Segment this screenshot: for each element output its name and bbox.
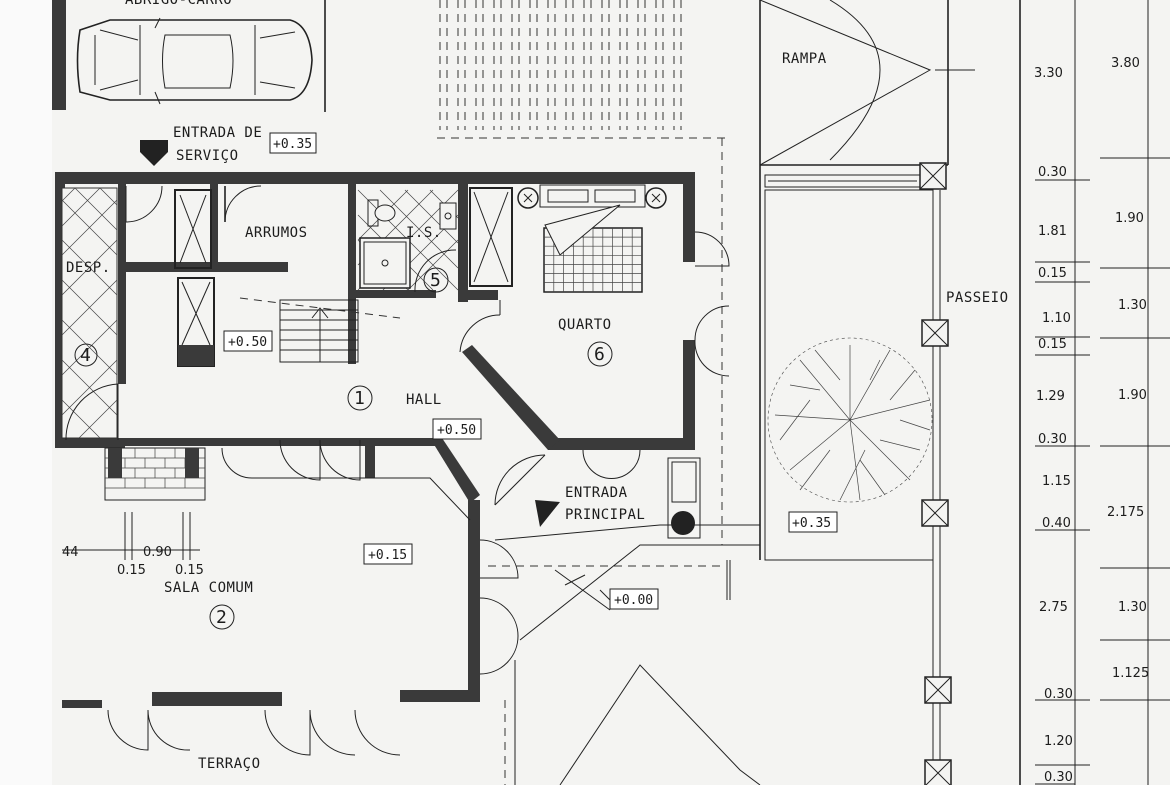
label-main-entry-2: PRINCIPAL (565, 507, 645, 523)
bed-symbol (517, 184, 667, 293)
dim-col-a-10: 2.75 (1039, 600, 1068, 615)
interior-walls (118, 184, 560, 478)
service-entry-arrow-icon (140, 140, 168, 166)
dim-col-a-13: 0.30 (1044, 770, 1073, 785)
room-number-circle-wc (423, 267, 449, 293)
level-sidewalk: +0.35 (792, 516, 831, 531)
level-service: +0.35 (273, 137, 312, 152)
room-number-wc: 5 (430, 270, 441, 291)
dim-col-a-1: 0.30 (1038, 165, 1067, 180)
room-number-hall: 1 (354, 388, 365, 409)
label-carport: ABRIGO-CARRO (125, 0, 232, 8)
label-living: SALA COMUM (164, 580, 253, 596)
dimension-rails (1019, 0, 1170, 785)
level-box-service (269, 132, 317, 154)
dim-col-b-6: 1.125 (1112, 666, 1149, 681)
level-box-living (363, 543, 413, 565)
level-box-sidewalk (788, 511, 838, 533)
dim-col-a-11: 0.30 (1044, 687, 1073, 702)
dim-col-a-6: 1.29 (1036, 389, 1065, 404)
room-number-bedroom: 6 (594, 344, 605, 365)
dim-inline-pier-right: 0.15 (175, 563, 204, 578)
level-hall: +0.50 (437, 423, 476, 438)
brick-column (104, 447, 206, 501)
room-number-circle-living (209, 604, 235, 630)
level-living: +0.15 (368, 548, 407, 563)
dim-col-b-1: 1.90 (1115, 211, 1144, 226)
stairs (239, 297, 401, 363)
label-storage: ARRUMOS (245, 225, 308, 241)
pantry-hatch (61, 187, 118, 439)
room-number-circle-pantry (74, 343, 98, 367)
car-symbol (76, 17, 313, 105)
room-number-circle-bedroom (587, 341, 613, 367)
dim-col-a-4: 1.10 (1042, 311, 1071, 326)
ramp-area (759, 0, 975, 560)
label-terrace: TERRAÇO (198, 756, 261, 772)
dim-col-a-0: 3.30 (1034, 66, 1063, 81)
room-number-circle-hall (347, 385, 373, 411)
dim-col-a-7: 0.30 (1038, 432, 1067, 447)
entry-paths (488, 524, 761, 785)
dim-col-a-2: 1.81 (1038, 224, 1067, 239)
dim-col-a-12: 1.20 (1044, 734, 1073, 749)
label-service-entry-1: ENTRADA DE (173, 125, 262, 141)
exterior-walls (55, 172, 695, 708)
label-bedroom: QUARTO (558, 317, 612, 333)
parking-grid (439, 0, 682, 130)
dim-inline-left: 44 (62, 545, 79, 560)
label-wc: I.S. (406, 225, 442, 241)
dim-col-b-3: 1.90 (1118, 388, 1147, 403)
level-box-hall (432, 418, 482, 440)
label-hall: HALL (406, 392, 442, 408)
dim-col-b-0: 3.80 (1111, 56, 1140, 71)
dim-inline-pier-left: 0.15 (117, 563, 146, 578)
garden-strip (764, 189, 941, 785)
main-entry-arrow-icon (535, 500, 560, 527)
page-margin (0, 0, 52, 785)
bollard-boxes (919, 162, 952, 785)
level-entry: +0.00 (614, 593, 653, 608)
door-swings (65, 185, 730, 756)
dim-col-a-9: 0.40 (1042, 516, 1071, 531)
dim-col-a-3: 0.15 (1038, 266, 1067, 281)
room-number-pantry: 4 (80, 345, 91, 366)
dim-col-a-5: 0.15 (1038, 337, 1067, 352)
carport-wall (52, 0, 66, 110)
label-service-entry-2: SERVIÇO (176, 148, 239, 164)
level-storage: +0.50 (228, 335, 267, 350)
dim-col-b-4: 2.175 (1107, 505, 1144, 520)
level-box-storage (223, 330, 273, 352)
inline-dim-ticks (124, 512, 191, 560)
label-main-entry-1: ENTRADA (565, 485, 628, 501)
label-sidewalk: PASSEIO (946, 290, 1009, 306)
dim-inline-span: 0.90 (143, 545, 172, 560)
wc-fixtures (357, 189, 459, 293)
room-number-living: 2 (216, 607, 227, 628)
dim-col-b-5: 1.30 (1118, 600, 1147, 615)
dim-underlines (1035, 179, 1075, 785)
label-pantry: DESP. (66, 260, 111, 276)
dim-col-a-8: 1.15 (1042, 474, 1071, 489)
dim-col-b-2: 1.30 (1118, 298, 1147, 313)
label-ramp: RAMPA (782, 51, 827, 67)
meter-box (667, 457, 701, 539)
tree-symbol (767, 337, 933, 503)
level-box-entry (609, 588, 659, 610)
